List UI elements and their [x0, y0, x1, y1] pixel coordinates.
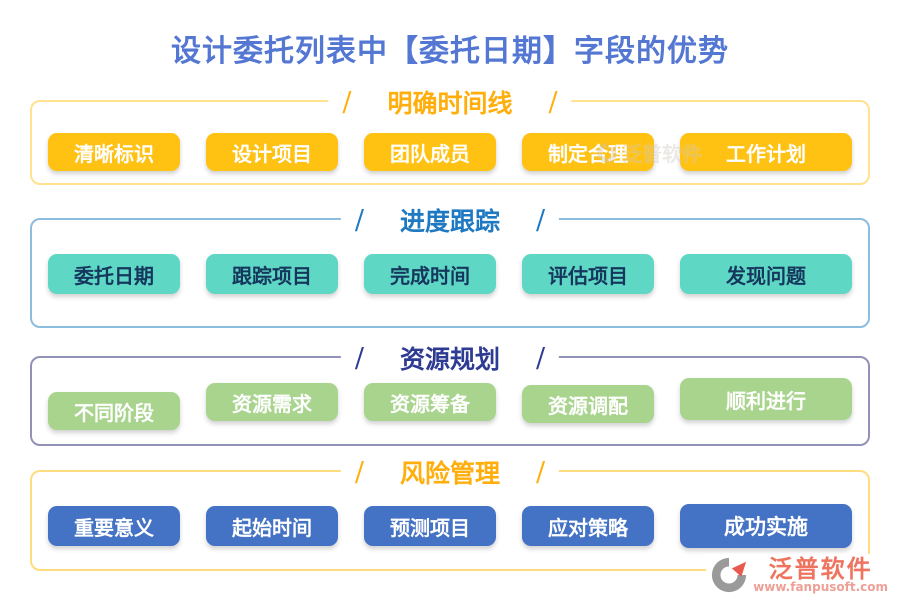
section-resources-header: / 资源规划 /	[340, 340, 560, 376]
slash-decor: /	[354, 204, 364, 236]
section-risk-header: / 风险管理 /	[340, 454, 560, 490]
pill-item[interactable]: 发现问题	[680, 254, 852, 294]
pill-item[interactable]: 应对策略	[522, 506, 654, 546]
pill-item[interactable]: 资源调配	[522, 385, 654, 423]
pill-item[interactable]: 顺利进行	[680, 378, 852, 420]
pill-item[interactable]: 资源筹备	[364, 383, 496, 421]
pill-item[interactable]: 成功实施	[680, 504, 852, 548]
section-title: 进度跟踪	[399, 207, 501, 236]
section-risk: / 风险管理 / 重要意义 起始时间 预测项目 应对策略 成功实施	[30, 454, 870, 571]
section-progress: / 进度跟踪 / 委托日期 跟踪项目 完成时间 评估项目 发现问题	[30, 202, 870, 328]
pill-item[interactable]: 资源需求	[206, 383, 338, 421]
pill-item[interactable]: 跟踪项目	[206, 254, 338, 294]
pill-item[interactable]: 制定合理	[522, 133, 654, 171]
section-title: 明确时间线	[387, 89, 513, 118]
timeline-items: 清晰标识 设计项目 团队成员 制定合理 工作计划	[48, 133, 852, 171]
pill-item[interactable]: 工作计划	[680, 133, 852, 171]
fanpu-logo-icon	[712, 557, 747, 593]
section-timeline-header: / 明确时间线 /	[328, 84, 572, 120]
slash-decor: /	[354, 456, 364, 488]
risk-items: 重要意义 起始时间 预测项目 应对策略 成功实施	[48, 504, 852, 548]
slash-decor: /	[536, 342, 546, 374]
pill-item[interactable]: 起始时间	[206, 506, 338, 546]
slash-decor: /	[548, 86, 558, 118]
brand-name: 泛普软件	[768, 554, 873, 584]
section-title: 资源规划	[399, 345, 501, 374]
page-title: 设计委托列表中【委托日期】字段的优势	[171, 34, 729, 69]
pill-item[interactable]: 团队成员	[364, 133, 496, 171]
section-resources: / 资源规划 / 不同阶段 资源需求 资源筹备 资源调配 顺利进行	[30, 340, 870, 446]
pill-item[interactable]: 完成时间	[364, 254, 496, 294]
progress-items: 委托日期 跟踪项目 完成时间 评估项目 发现问题	[48, 254, 852, 294]
resources-items: 不同阶段 资源需求 资源筹备 资源调配 顺利进行	[48, 378, 852, 430]
pill-item[interactable]: 重要意义	[48, 506, 180, 546]
section-progress-header: / 进度跟踪 /	[340, 202, 560, 238]
brand-text: 泛普软件 www.fanpusoft.com	[753, 556, 888, 594]
pill-item[interactable]: 委托日期	[48, 254, 180, 294]
pill-item[interactable]: 清晰标识	[48, 133, 180, 171]
brand-url[interactable]: www.fanpusoft.com	[753, 580, 888, 595]
slash-decor: /	[342, 86, 352, 118]
slash-decor: /	[354, 342, 364, 374]
section-timeline: / 明确时间线 / 清晰标识 设计项目 团队成员 制定合理 工作计划	[30, 84, 870, 185]
pill-item[interactable]: 不同阶段	[48, 392, 180, 430]
section-title: 风险管理	[399, 459, 501, 488]
pill-item[interactable]: 评估项目	[522, 254, 654, 294]
brand-footer: 泛普软件 www.fanpusoft.com	[706, 554, 892, 596]
pill-item[interactable]: 设计项目	[206, 133, 338, 171]
slash-decor: /	[536, 456, 546, 488]
slash-decor: /	[536, 204, 546, 236]
pill-item[interactable]: 预测项目	[364, 506, 496, 546]
